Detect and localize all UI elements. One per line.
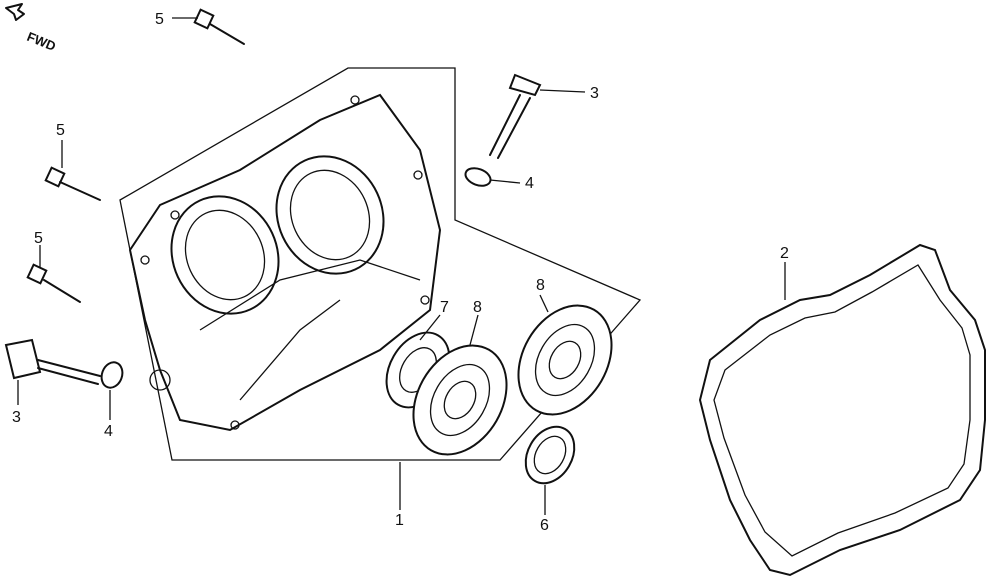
bolt-lower (26, 263, 81, 303)
assembly-boundary (119, 67, 642, 461)
callout-6: 6 (540, 517, 549, 534)
ball-bearing-left (412, 344, 508, 456)
ball-bearing-right (517, 304, 613, 416)
fwd-label: FWD (25, 29, 58, 54)
cover-gasket (698, 243, 986, 577)
callout-8-left: 8 (473, 299, 482, 316)
bolt-middle (44, 166, 101, 201)
callout-8-right: 8 (536, 277, 545, 294)
leader-lines (17, 17, 786, 515)
o-ring-lower (100, 361, 124, 389)
callout-5-middle: 5 (56, 122, 65, 139)
o-ring-upper (464, 167, 492, 187)
callout-5-lower: 5 (34, 230, 43, 247)
seal-ring (524, 425, 576, 485)
callout-3-lower: 3 (12, 409, 21, 426)
callout-7: 7 (440, 299, 449, 316)
crankcase-cover (128, 93, 442, 432)
fwd-indicator: FWD (5, 3, 58, 54)
callout-4-lower: 4 (104, 423, 113, 440)
callout-4-upper: 4 (525, 175, 534, 192)
callout-5-top: 5 (155, 11, 164, 28)
callout-1: 1 (395, 512, 404, 529)
oil-filler-cap-lower (4, 338, 101, 385)
callout-3-upper: 3 (590, 85, 599, 102)
fwd-arrow-icon (5, 3, 25, 21)
callout-2: 2 (780, 245, 789, 262)
bolt-top (193, 8, 245, 45)
oil-filler-cap-upper (489, 73, 542, 159)
